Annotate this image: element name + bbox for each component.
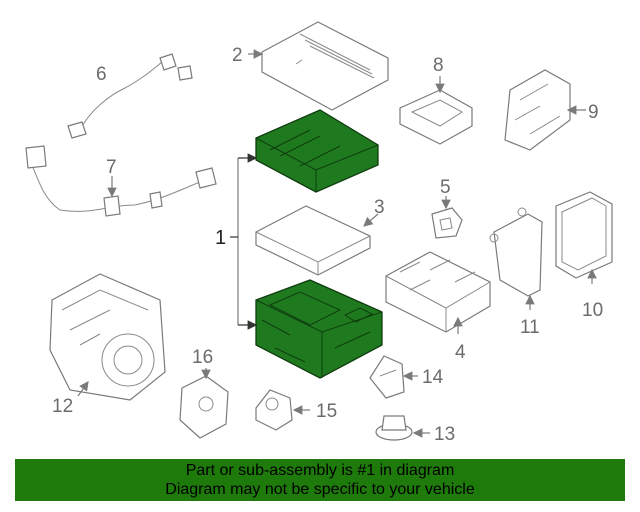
callout-7: 7 — [106, 157, 117, 178]
banner-line-1: Part or sub-assembly is #1 in diagram — [185, 462, 455, 479]
callout-9: 9 — [588, 102, 599, 123]
callout-6: 6 — [96, 64, 107, 85]
part-9-bracket[interactable] — [504, 69, 571, 151]
part-10-control-module[interactable] — [555, 191, 613, 279]
part-15-mount[interactable] — [255, 389, 293, 431]
part-1-upper-assembly[interactable] — [255, 109, 379, 193]
callout-11-label: 11 — [520, 317, 540, 338]
part-7-harness[interactable] — [25, 145, 217, 217]
callout-3: 3 — [374, 197, 385, 218]
callout-1: 1 — [215, 227, 226, 249]
part-11-bracket[interactable] — [489, 207, 543, 297]
callout-12-label: 12 — [52, 396, 73, 417]
callout-13-label: 13 — [434, 424, 455, 445]
leader-3 — [363, 213, 379, 227]
part-8-bracket[interactable] — [399, 89, 473, 145]
leader-12 — [77, 381, 89, 397]
part-4-module[interactable] — [385, 251, 491, 333]
callout-8: 8 — [433, 55, 444, 76]
part-16-mount[interactable] — [179, 375, 229, 439]
banner-line-2: Diagram may not be specific to your vehi… — [165, 481, 475, 498]
parts-diagram: 2 6 7 1 3 — [25, 21, 613, 445]
info-banner: Part or sub-assembly is #1 in diagram Di… — [15, 459, 625, 501]
callout-16-label: 16 — [192, 347, 213, 368]
part-6-cable[interactable] — [67, 53, 193, 139]
callout-15-label: 15 — [316, 401, 337, 422]
part-12-housing[interactable] — [49, 273, 166, 401]
part-3-pad[interactable] — [255, 205, 371, 276]
callout-4-label: 4 — [455, 342, 466, 363]
part-2-cover[interactable] — [261, 21, 389, 111]
callout-2: 2 — [232, 45, 243, 66]
part-5-clip[interactable] — [431, 207, 463, 239]
callout-10-label: 10 — [582, 300, 603, 321]
callout-14-label: 14 — [422, 367, 444, 388]
part-1-lower-assembly[interactable] — [255, 279, 383, 379]
part-14-bracket[interactable] — [369, 355, 405, 399]
callout-5-label: 5 — [440, 177, 451, 198]
part-13-mount[interactable] — [375, 415, 413, 441]
